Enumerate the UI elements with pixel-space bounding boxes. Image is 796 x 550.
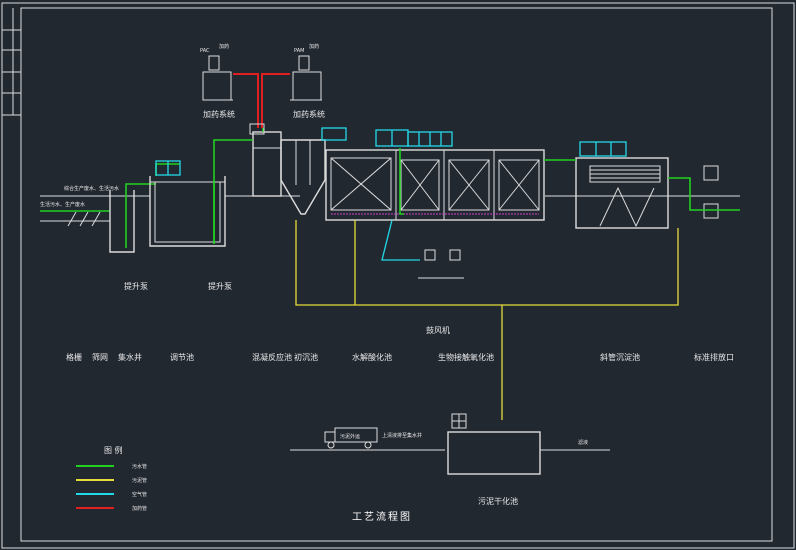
legend-label-sewage: 污水管 bbox=[132, 463, 147, 470]
outfall bbox=[668, 165, 740, 219]
legend-label-sludge: 污泥管 bbox=[132, 477, 147, 484]
drawing-title: 工艺流程图 bbox=[352, 510, 412, 523]
grille-screen-unit bbox=[40, 210, 110, 227]
ground-lines bbox=[40, 195, 740, 451]
label-screen: 筛网 bbox=[92, 352, 108, 362]
label-outfall: 标准排放口 bbox=[694, 352, 734, 362]
legend-swatches bbox=[76, 465, 114, 509]
label-hydrolysis: 水解酸化池 bbox=[352, 352, 392, 362]
inner-frame bbox=[20, 7, 773, 542]
label-bio-contact: 生物接触氧化池 bbox=[438, 352, 494, 362]
dosing-systems bbox=[202, 55, 322, 135]
sump-tank bbox=[109, 183, 156, 253]
legend-label-air: 空气管 bbox=[132, 491, 147, 498]
annotation-chem-1: 加药 bbox=[219, 43, 229, 50]
side-title-strip bbox=[2, 8, 21, 116]
label-lift-pump-1: 提升泵 bbox=[124, 281, 148, 291]
label-primary-settle: 初沉池 bbox=[294, 352, 318, 362]
incline-settle-tank bbox=[575, 141, 669, 229]
truck-icon bbox=[324, 427, 378, 449]
annotation-sludge-outgo: 上清液排至集水井 bbox=[382, 432, 422, 439]
air-flow-lines bbox=[381, 219, 464, 279]
label-sump: 集水井 bbox=[118, 352, 142, 362]
annotation-pac: PAC bbox=[200, 48, 210, 54]
equalization-tank bbox=[149, 160, 226, 247]
label-sludge-dry: 污泥干化池 bbox=[478, 496, 518, 506]
annotation-inflow-left: 生活污水、生产废水 bbox=[40, 201, 85, 208]
annotation-inflow-top: 综合生产废水、生活污水 bbox=[64, 185, 119, 192]
label-incline-settle: 斜管沉淀池 bbox=[600, 352, 640, 362]
label-dosing-1: 加药系统 bbox=[203, 109, 235, 119]
annotation-truck: 污泥外运 bbox=[340, 433, 360, 440]
annotation-chem-2: 加药 bbox=[309, 43, 319, 50]
annotation-pam: PAM bbox=[294, 48, 304, 54]
hydrolysis-bio-tanks bbox=[325, 129, 545, 221]
label-blower: 鼓风机 bbox=[426, 325, 450, 335]
sewage-flow-lines bbox=[213, 128, 576, 244]
label-coag-sed: 混凝反应池 bbox=[252, 352, 292, 362]
label-lift-pump-2: 提升泵 bbox=[208, 281, 232, 291]
label-dosing-2: 加药系统 bbox=[293, 109, 325, 119]
annotation-filtrate: 滤液 bbox=[578, 439, 588, 446]
sludge-drying-bed bbox=[447, 413, 541, 475]
sludge-flow-lines bbox=[295, 220, 679, 420]
coagulation-settle-tanks bbox=[252, 127, 347, 215]
legend-label-dosing: 加药管 bbox=[132, 505, 147, 512]
legend-title: 图 例 bbox=[104, 445, 123, 455]
label-equalization: 调节池 bbox=[170, 352, 194, 362]
label-grille: 格栅 bbox=[66, 352, 82, 362]
